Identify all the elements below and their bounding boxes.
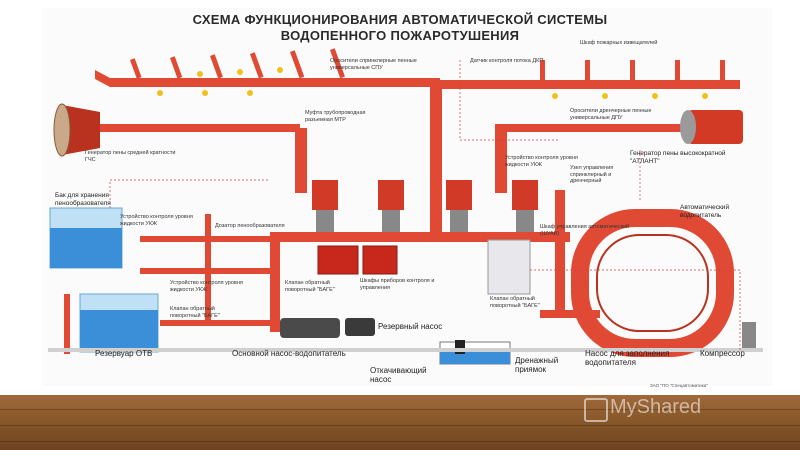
label-check-valve-3: Клапан обратный поворотный "БАГЕ" — [170, 306, 220, 319]
label-foam-tank: Бак для хранения пенообразователя — [55, 192, 111, 207]
label-main-pump: Основной насос-водопитатель — [232, 349, 346, 358]
label-level-sensor: Устройство контроля уровня жидкости УКЖ — [505, 155, 578, 168]
label-level-sensor-2: Устройство контроля уровня жидкости УКЖ — [120, 214, 193, 227]
label-level-sensor-3: Устройство контроля уровня жидкости УКЖ — [170, 280, 243, 293]
label-check-valve: Клапан обратный поворотный "БАГЕ" — [285, 280, 335, 293]
collector — [140, 214, 600, 332]
label-auto-cabinet: Шкаф управления автоматический (ШУАВ) — [540, 224, 630, 237]
label-auto-feeder: Автоматический водопитатель — [680, 204, 730, 219]
label-control-device: Узел управления спринклерный и дренчерны… — [570, 165, 614, 184]
medium-foam-generator — [53, 103, 100, 157]
label-control-cabinets: Шкафы приборов контроля и управления — [360, 278, 435, 291]
label-compressor: Компрессор — [700, 349, 745, 358]
pumps — [160, 318, 375, 338]
valve-units — [312, 180, 538, 232]
label-flow-sensor: Датчик контроля потока ДКП — [470, 58, 544, 64]
title-line-2: ВОДОПЕННОГО ПОЖАРОТУШЕНИЯ — [280, 28, 520, 43]
label-sprinklers-top: Оросители спринклерные пенные универсаль… — [330, 58, 417, 71]
label-fill-pump: Насос для заполнения водопитателя — [585, 349, 670, 367]
diagram-title: СХЕМА ФУНКЦИОНИРОВАНИЯ АВТОМАТИЧЕСКОЙ СИ… — [160, 12, 640, 44]
generator-feeders — [95, 124, 685, 132]
label-dosing-valve: Дозатор пенообразователя — [215, 223, 285, 229]
watermark-logo-icon — [584, 398, 608, 422]
compressor-unit — [742, 322, 756, 352]
top-right-pipeline — [440, 60, 740, 99]
label-drain-pump: Откачивающий насос — [370, 366, 427, 384]
floor-line — [48, 348, 763, 352]
label-sprinklers-right: Оросители дренчерные пенные универсальны… — [570, 108, 652, 121]
label-reservoir: Резервуар ОТВ — [95, 349, 153, 358]
control-cabinets — [317, 245, 398, 275]
label-high-foam-gen: Генератор пены высокократной "АТЛАНТ" — [630, 150, 726, 165]
label-sensor-shield: Шкаф пожарных извещателей — [580, 40, 658, 46]
label-medium-foam-gen: Генератор пены средней кратности ГЧС — [85, 150, 176, 163]
auto-cabinet — [487, 239, 531, 295]
foam-tank — [49, 207, 123, 269]
control-lines — [109, 60, 741, 352]
label-reserve-pump: Резервный насос — [378, 322, 443, 331]
reservoir — [64, 293, 159, 354]
label-drain-pit: Дренажный приямок — [515, 356, 559, 374]
risers — [295, 80, 565, 310]
label-check-valve-2: Клапан обратный поворотный "БАГЕ" — [490, 296, 540, 309]
sprinkler-heads-top — [157, 67, 283, 96]
title-line-1: СХЕМА ФУНКЦИОНИРОВАНИЯ АВТОМАТИЧЕСКОЙ СИ… — [192, 12, 608, 27]
label-mtp-coupling: Муфта трубопроводная разъемная МТР — [305, 110, 366, 123]
drain-pit — [439, 340, 511, 365]
watermark-text: MyShared — [610, 396, 702, 418]
credit-text: ЗАО "ПО "Спецавтоматика" — [650, 383, 708, 388]
auto-water-feeder — [571, 209, 734, 357]
high-foam-generator — [680, 110, 743, 144]
wooden-floor — [0, 395, 800, 450]
top-left-pipeline — [95, 48, 440, 87]
